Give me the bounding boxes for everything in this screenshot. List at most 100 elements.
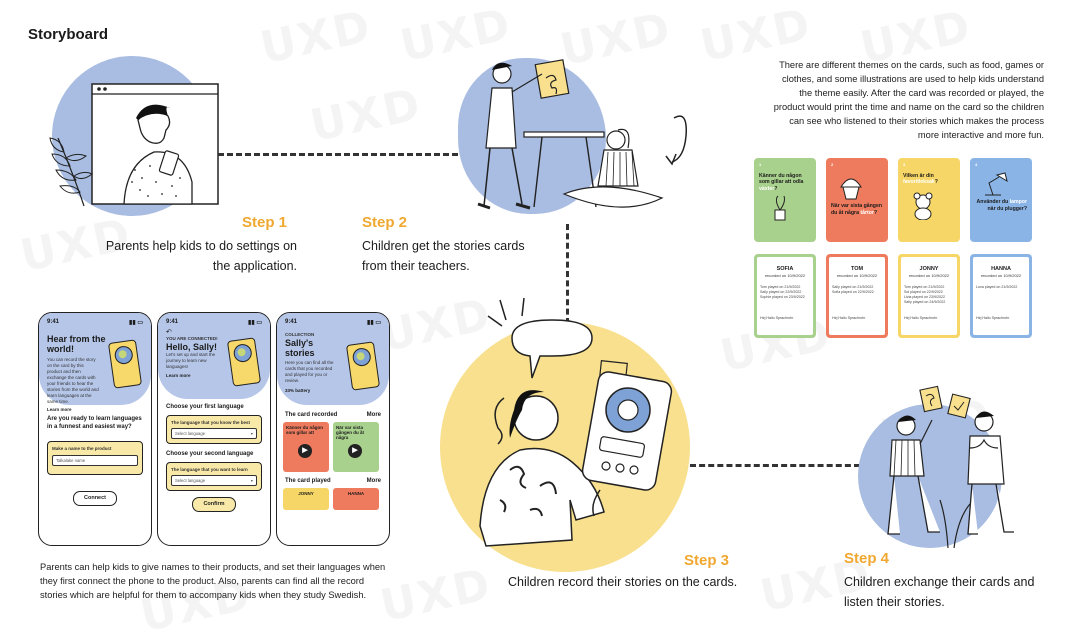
card-highlight: favoritleksak [903,179,935,185]
screen-description: Here you can find all the cards that you… [285,360,334,383]
more-link[interactable]: More [366,478,381,484]
second-language-select[interactable]: Select language▾ [171,475,257,486]
first-language-heading: Choose your first language [166,404,244,410]
confirm-button[interactable]: Confirm [192,497,236,512]
themes-paragraph: There are different themes on the cards,… [742,58,1044,142]
parent-on-computer-illustration [91,83,219,205]
card-play-log: Sally played on 22/9/2022 [760,290,802,294]
card-play-log: Lova played on 21/9/2022 [976,285,1018,289]
paragraph-line: more interactive and more fun. [917,130,1044,140]
step4-line: listen their stories. [844,595,945,609]
card-play-log: Sally played on 21/9/2022 [832,285,874,289]
card-footer: Hej Hallo Sprachrohr [760,316,794,320]
recorded-card[interactable]: Känner du någon som gillar att ▶ [283,422,329,472]
played-cards-row: JONNY HANNA [277,485,389,513]
teddy-bear-icon [913,192,933,220]
theme-card-toys: 3 Vilken är din favoritleksak? [898,158,960,242]
status-time: 9:41 [166,319,179,325]
connected-label: YOU ARE CONNECTED! [166,336,218,341]
card-play-log: Sofia played on 22/9/2022 [832,290,874,294]
first-language-box: The language that you know the best Sele… [166,415,262,444]
field-label: The language that you know the best [171,420,251,425]
first-language-select[interactable]: Select language ▾ [171,428,257,439]
signal-battery-icon: ▮▮ ▭ [367,320,381,326]
section-title: The card played [285,478,331,484]
step3-label: Step 3 [684,552,730,569]
played-card-sofia: SOFIA recorded on 10/9/2022 Tom played o… [754,254,816,338]
dashed-connector [566,224,569,324]
card-number: 1 [759,162,762,167]
theme-card-cakes: 2 När var sista gången du åt några tårto… [826,158,888,242]
card-highlight: lampor [1009,199,1027,205]
step4-label: Step 4 [844,550,890,567]
paragraph-line: Parents can help kids to give names to t… [40,562,386,572]
product-device-icon [345,341,381,391]
dropdown-caret-icon: ▾ [250,431,253,436]
more-link[interactable]: More [366,412,381,418]
card-question-end: ? [934,179,938,185]
phone-screen-collection: 9:41▮▮ ▭ COLLECTION Sally's stories Here… [276,312,390,546]
cupcake-icon [840,178,862,199]
paragraph-line: can see who listened to their stories wh… [789,116,1044,126]
card-highlight: växter [759,185,775,192]
card-play-log: Tom played on 21/9/2022 [760,285,801,289]
played-card[interactable]: JONNY [283,488,329,510]
plant-leaves-decoration [49,137,93,207]
card-footer: Hej Hallo Sprachrohr [904,316,938,320]
paragraph-line: There are different themes on the cards,… [779,60,1044,70]
paragraph-line: they first connect the phone to the prod… [40,576,365,586]
connect-button[interactable]: Connect [73,491,117,506]
product-name-input[interactable]: Talkalake name [52,455,138,466]
recorded-card[interactable]: När var sista gången du åt några ▶ [333,422,379,472]
card-recorded-date: recorded on 10/9/2022 [836,272,878,278]
recorded-cards-row: Känner du någon som gillar att ▶ När var… [277,419,389,475]
card-question: När var sista gången du åt några [336,425,364,440]
select-placeholder: Select language [175,431,206,436]
parents-paragraph: Parents can help kids to give names to t… [40,560,400,602]
step1-label: Step 1 [242,214,288,231]
theme-card-plants: 1 Känner du någon som gillar att odla vä… [754,158,816,242]
played-card-jonny: JONNY recorded on 10/9/2022 Tom played o… [898,254,960,338]
child-recording-illustration [479,297,673,547]
play-icon[interactable]: ▶ [298,444,312,458]
step4-description: Children exchange their cards and listen… [844,572,1074,612]
card-play-log: Sophie played on 23/9/2022 [760,295,805,299]
card-question: Känner du någon som gillar att [286,425,323,435]
plant-pot-icon [774,195,786,221]
card-question-end: ? [774,185,778,192]
learn-more-link[interactable]: Learn more [166,373,191,378]
product-name-box: Make a name to the product Talkalake nam… [47,441,143,475]
screen-title: Hello, Sally! [166,342,218,352]
signal-battery-icon: ▮▮ ▭ [248,320,262,326]
screen-description: You can record the story on the card by … [47,357,99,404]
section-title: The card recorded [285,412,338,418]
card-recorded-date: recorded on 10/9/2022 [908,272,950,278]
second-language-box: The language that you want to learn Sele… [166,462,262,491]
card-play-log: Sol played on 22/9/2022 [904,290,943,294]
card-footer: Hej Hallo Sprachrohr [832,316,866,320]
signal-battery-icon: ▮▮ ▭ [129,320,143,326]
played-card-tom: TOM recorded on 10/9/2022 Sally played o… [826,254,888,338]
step4-line: Children exchange their cards and [844,575,1035,589]
theme-card-lamps: 4 Använder du lampor när du plugger? [970,158,1032,242]
desk-lamp-icon [985,171,1008,195]
card-owner-name: TOM [850,266,864,272]
recorded-section-header: The card recorded More [277,411,389,419]
card-owner-name: SOFIA [776,266,794,272]
dashed-connector [218,153,458,156]
played-card[interactable]: HANNA [333,488,379,510]
card-recorded-date: recorded on 10/9/2022 [764,272,806,278]
step2-description: Children get the stories cards from thei… [362,236,562,276]
played-card-hanna: HANNA recorded on 10/9/2022 Lova played … [970,254,1032,338]
input-placeholder: Talkalake name [56,458,86,463]
card-play-log: Sally played on 24/9/2022 [904,300,946,304]
children-exchanging-cards-illustration [887,385,1014,549]
screen-title: Sally's stories [285,338,315,358]
screen-title: Hear from the world! [47,334,106,354]
back-arrow-icon[interactable]: ↶ [166,329,172,336]
play-icon[interactable]: ▶ [348,444,362,458]
learn-more-link[interactable]: Learn more [47,407,72,412]
watermark: UXD [306,79,426,152]
step2-line: from their teachers. [362,259,470,273]
card-recorded-date: recorded on 10/9/2022 [980,272,1022,278]
